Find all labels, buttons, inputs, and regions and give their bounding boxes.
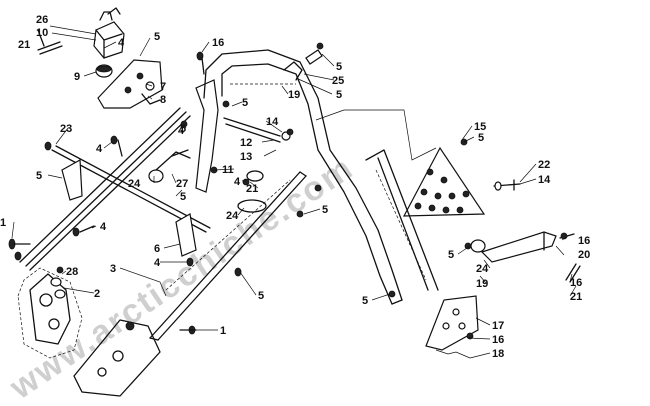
callout-2: 2	[94, 288, 100, 300]
suspension-mount-part	[17, 267, 83, 359]
callout-11: 11	[222, 164, 234, 176]
callout-8: 8	[160, 94, 166, 106]
tunnel-rail-part	[19, 107, 191, 271]
callout-4: 4	[178, 125, 185, 137]
pin-part-21-right	[565, 263, 577, 281]
callout-21: 21	[18, 39, 30, 51]
callout-7: 7	[160, 81, 166, 93]
callout-5: 5	[478, 132, 484, 144]
callout-5: 5	[258, 290, 264, 302]
callout-5: 5	[180, 123, 186, 135]
callout-16: 16	[578, 235, 590, 247]
callout-5: 5	[180, 191, 186, 203]
callout-3: 3	[110, 263, 116, 275]
callout-1: 1	[220, 325, 226, 337]
callout-21: 21	[570, 291, 582, 303]
callout-4: 4	[96, 143, 103, 155]
leader-lines	[11, 25, 577, 359]
triangular-plate-part-15	[402, 146, 486, 217]
callout-10: 10	[36, 27, 48, 39]
fastener-part-22	[493, 179, 521, 191]
rail-bracket-left	[61, 159, 83, 201]
callout-28: 28	[66, 266, 78, 278]
clip-part-25	[283, 61, 303, 81]
cable-part-18	[435, 349, 471, 359]
lower-side-rail-part	[149, 171, 307, 341]
rail-bracket-right	[175, 213, 197, 257]
callout-19: 19	[288, 89, 300, 101]
callout-14: 14	[538, 174, 551, 186]
cable-loop-21	[246, 170, 264, 182]
callout-labels: 26 10 21 4 5 16 9 7 8 5 25 19 5 5 23 4 5…	[0, 14, 590, 360]
mount-bracket-part-7	[97, 59, 163, 109]
callout-4: 4	[234, 176, 241, 188]
front-bumper-frame-part	[203, 49, 403, 305]
callout-4: 4	[154, 257, 161, 269]
callout-16: 16	[492, 334, 504, 346]
callout-23: 23	[60, 123, 72, 135]
callout-5: 5	[448, 249, 454, 261]
callout-14: 14	[266, 116, 279, 128]
callout-4: 4	[100, 221, 107, 233]
callout-9: 9	[74, 71, 80, 83]
callout-17: 17	[492, 320, 504, 332]
callout-25: 25	[332, 75, 344, 87]
callout-26: 26	[36, 14, 48, 26]
callout-20: 20	[578, 249, 590, 261]
callout-5: 5	[322, 204, 328, 216]
callout-16: 16	[212, 37, 224, 49]
strap-part-24	[148, 149, 191, 183]
callout-12: 12	[240, 137, 252, 149]
callout-21: 21	[246, 183, 258, 195]
callout-5: 5	[154, 31, 160, 43]
callout-24: 24	[476, 263, 489, 275]
callout-6: 6	[154, 243, 160, 255]
callout-24: 24	[226, 210, 239, 222]
callout-22: 22	[538, 159, 550, 171]
callout-5: 5	[362, 295, 368, 307]
callout-15: 15	[474, 121, 486, 133]
bolt-set	[8, 42, 568, 340]
callout-1: 1	[0, 217, 6, 229]
tunnel-body-part	[73, 319, 161, 397]
callout-27: 27	[176, 178, 188, 190]
vertical-bracket-part	[365, 149, 439, 291]
callout-5: 5	[336, 61, 342, 73]
ignition-switch-part	[93, 7, 125, 59]
side-bracket-part-20	[470, 231, 575, 263]
steering-support-part-11	[195, 79, 219, 193]
callout-5: 5	[336, 89, 342, 101]
callout-4: 4	[118, 37, 125, 49]
callout-5: 5	[36, 170, 42, 182]
callout-18: 18	[492, 348, 504, 360]
handle-bracket-part-12	[223, 117, 291, 143]
screw-part-26	[37, 29, 45, 47]
pin-part-21	[37, 41, 61, 51]
callout-19: 19	[476, 278, 488, 290]
lower-plate-part-17	[425, 295, 479, 351]
callout-24: 24	[128, 178, 141, 190]
callout-16: 16	[570, 277, 582, 289]
callout-5: 5	[242, 97, 248, 109]
callout-13: 13	[240, 151, 252, 163]
